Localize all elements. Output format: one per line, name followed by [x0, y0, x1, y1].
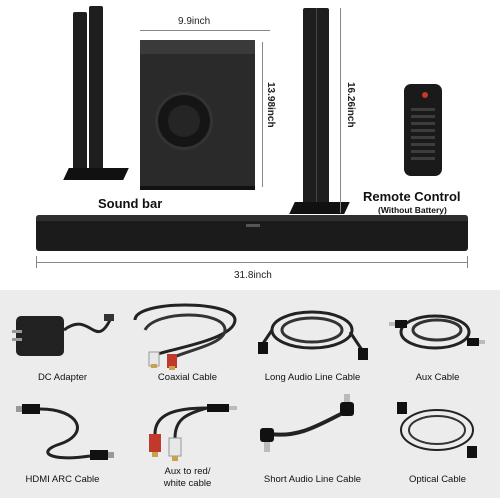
remote-control-note: (Without Battery) — [378, 205, 447, 215]
length-dimension-tick-right — [467, 256, 468, 268]
accessory-label: HDMI ARC Cable — [25, 474, 100, 485]
optical-cable-icon — [397, 402, 477, 458]
aux-rca-cable-icon — [149, 404, 237, 461]
accessory-optical-cable: Optical Cable — [375, 394, 500, 498]
accessory-long-audio-cable: Long Audio Line Cable — [250, 290, 375, 394]
accessory-label: Optical Cable — [408, 474, 467, 485]
bar-height-dimension-label: 16.26inch — [345, 82, 356, 128]
accessory-label: DC Adapter — [37, 372, 88, 383]
width-dimension-line — [140, 30, 270, 31]
accessory-aux-cable: Aux Cable — [375, 290, 500, 394]
sub-height-dimension-line — [262, 42, 263, 187]
sub-height-dimension-label: 13.98inch — [265, 82, 276, 128]
accessory-coaxial-cable: Coaxial Cable — [125, 290, 250, 394]
dc-adapter-icon — [12, 314, 114, 356]
accessory-label: Long Audio Line Cable — [264, 372, 361, 383]
accessory-label: Aux to red/ — [164, 466, 211, 477]
length-dimension-tick-left — [36, 256, 37, 268]
accessory-label-line2: white cable — [163, 478, 212, 489]
accessories-grid: DC Adapter Coaxial Cable Long Audio Line… — [0, 290, 500, 498]
accessory-hdmi-cable: HDMI ARC Cable — [0, 394, 125, 498]
accessory-dc-adapter: DC Adapter — [0, 290, 125, 394]
accessory-aux-rca-cable: Aux to red/ white cable — [125, 394, 250, 498]
accessory-label: Coaxial Cable — [157, 372, 218, 383]
accessory-label: Short Audio Line Cable — [263, 474, 362, 485]
remote-control-label: Remote Control — [363, 189, 461, 204]
hdmi-cable-icon — [16, 404, 114, 460]
short-audio-cable-icon — [260, 394, 354, 452]
length-dimension-line — [36, 262, 468, 263]
length-dimension-label: 31.8inch — [234, 270, 272, 281]
bar-height-dimension-line — [340, 8, 341, 213]
coaxial-cable-icon — [133, 303, 237, 370]
soundbar-label: Sound bar — [98, 196, 163, 211]
accessory-short-audio-cable: Short Audio Line Cable — [250, 394, 375, 498]
product-section: 9.9inch 13.98inch 16.26inch Remote Contr… — [36, 6, 468, 281]
long-audio-cable-icon — [258, 310, 368, 360]
accessory-label: Aux Cable — [415, 372, 460, 383]
width-dimension-label: 9.9inch — [178, 16, 211, 27]
aux-cable-icon — [389, 314, 485, 350]
